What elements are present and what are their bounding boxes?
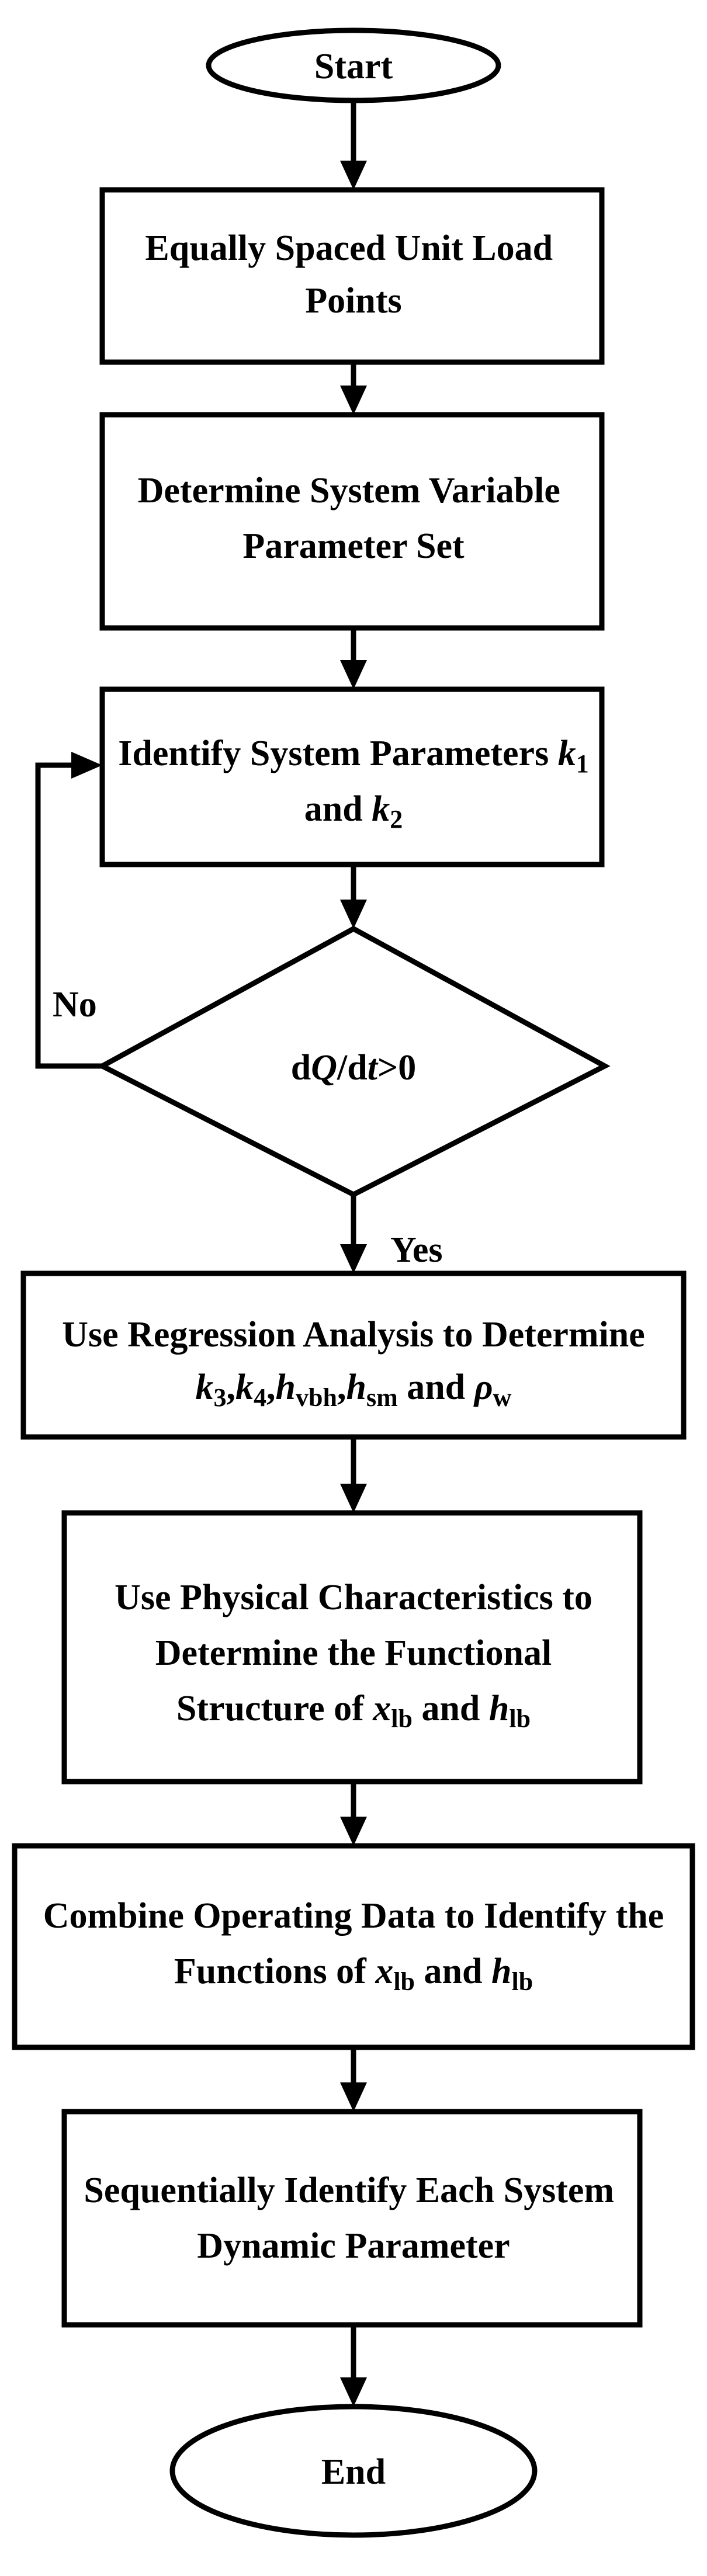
step1-box bbox=[99, 187, 605, 365]
decision-node: dQ/dt>0 bbox=[96, 925, 611, 1198]
end-ellipse bbox=[169, 2404, 538, 2538]
arrow-head-step1 bbox=[340, 161, 367, 190]
arrow-head-decision bbox=[340, 900, 367, 929]
arrow-head-step3 bbox=[340, 660, 367, 689]
step1-line1: Equally Spaced Unit Load bbox=[145, 228, 553, 268]
step2-node: Determine System Variable Parameter Set bbox=[99, 412, 605, 631]
step4-h1: h bbox=[276, 1367, 296, 1407]
step5-h: h bbox=[489, 1689, 509, 1728]
step7-line2: Dynamic Parameter bbox=[197, 2226, 510, 2266]
step5-x: x bbox=[372, 1689, 391, 1728]
step7-box bbox=[61, 2109, 643, 2328]
step1-node: Equally Spaced Unit Load Points bbox=[99, 187, 605, 365]
connectors bbox=[35, 100, 367, 2407]
step7-text: Sequentially Identify Each System Dynami… bbox=[84, 2171, 623, 2266]
step1-text: Equally Spaced Unit Load Points bbox=[145, 228, 562, 321]
decision-prefix: d bbox=[291, 1048, 311, 1088]
end-label: End bbox=[321, 2452, 386, 2492]
step6-x: x bbox=[375, 1952, 393, 1991]
end-node: End bbox=[169, 2404, 538, 2538]
step4-h2: h bbox=[346, 1367, 366, 1407]
step5-line3: Structure of xlb and hlb bbox=[176, 1689, 531, 1733]
step5-node: Use Physical Characteristics to Determin… bbox=[61, 1510, 643, 1785]
arrow-head-step7 bbox=[340, 2082, 367, 2112]
step3-box bbox=[99, 686, 605, 867]
decision-q: Q bbox=[311, 1048, 337, 1088]
no-label: No bbox=[53, 985, 97, 1025]
step6-line2-text: Functions of bbox=[174, 1952, 375, 1991]
step4-k3-sub: 3 bbox=[214, 1383, 227, 1412]
step7-line1: Sequentially Identify Each System bbox=[84, 2171, 614, 2210]
arrow-head-step2 bbox=[340, 386, 367, 415]
step3-var-k2: k bbox=[372, 789, 390, 829]
step1-line2: Points bbox=[305, 281, 401, 321]
yes-label: Yes bbox=[390, 1230, 443, 1270]
step7-node: Sequentially Identify Each System Dynami… bbox=[61, 2109, 643, 2328]
step4-rho: ρ bbox=[473, 1367, 493, 1407]
step5-line3-text: Structure of bbox=[176, 1689, 373, 1728]
step3-node: Identify System Parameters k1 and k2 bbox=[99, 686, 605, 867]
step2-text: Determine System Variable Parameter Set bbox=[138, 471, 570, 566]
step3-line1-text: Identify System Parameters bbox=[118, 734, 557, 773]
step6-h-sub: lb bbox=[511, 1967, 533, 1996]
step4-rho-sub: w bbox=[493, 1383, 512, 1412]
step4-sep3: , bbox=[337, 1367, 346, 1407]
start-label: Start bbox=[314, 47, 393, 86]
step4-h2-sub: sm bbox=[366, 1383, 398, 1412]
step6-line1: Combine Operating Data to Identify the bbox=[43, 1896, 664, 1936]
step6-h: h bbox=[491, 1952, 511, 1991]
step4-k4: k bbox=[235, 1367, 254, 1407]
no-loop-line bbox=[35, 762, 102, 1069]
arrow-head-end bbox=[340, 2377, 367, 2407]
decision-suffix: >0 bbox=[377, 1048, 416, 1088]
step6-node: Combine Operating Data to Identify the F… bbox=[12, 1843, 695, 2050]
decision-t: t bbox=[368, 1048, 379, 1088]
step6-x-sub: lb bbox=[393, 1967, 415, 1996]
step4-sep2: , bbox=[266, 1367, 276, 1407]
step3-line1: Identify System Parameters k1 bbox=[118, 734, 588, 778]
step5-and: and bbox=[413, 1689, 489, 1728]
decision-diamond bbox=[96, 925, 611, 1198]
step3-line2: and k2 bbox=[304, 789, 403, 834]
decision-mid: /d bbox=[337, 1048, 368, 1088]
step5-line2: Determine the Functional bbox=[155, 1633, 552, 1673]
step3-sub-2: 2 bbox=[390, 805, 403, 834]
step3-var-k1: k bbox=[558, 734, 576, 773]
step4-box bbox=[20, 1270, 687, 1440]
start-ellipse bbox=[206, 27, 501, 103]
step6-box bbox=[12, 1843, 695, 2050]
start-node: Start bbox=[206, 27, 501, 103]
step4-k3: k bbox=[196, 1367, 214, 1407]
step4-sep1: , bbox=[227, 1367, 236, 1407]
arrow-head-step5 bbox=[340, 1484, 367, 1513]
step5-h-sub: lb bbox=[509, 1704, 531, 1733]
step5-box bbox=[61, 1510, 643, 1785]
step6-and: and bbox=[415, 1952, 491, 1991]
step5-line1: Use Physical Characteristics to bbox=[115, 1578, 592, 1617]
step6-line2: Functions of xlb and hlb bbox=[174, 1952, 533, 1996]
step3-line2-text: and bbox=[304, 789, 372, 829]
step4-h1-sub: vbh bbox=[296, 1383, 337, 1412]
step2-line1: Determine System Variable bbox=[138, 471, 560, 511]
step3-sub-1: 1 bbox=[576, 749, 589, 778]
step5-x-sub: lb bbox=[391, 1704, 413, 1733]
step4-node: Use Regression Analysis to Determine k3,… bbox=[20, 1270, 687, 1440]
step4-line2: k3,k4,hvbh,hsm and ρw bbox=[196, 1367, 512, 1412]
arrow-head-no-loop bbox=[71, 752, 102, 779]
step4-k4-sub: 4 bbox=[254, 1383, 266, 1412]
step2-line2: Parameter Set bbox=[242, 526, 465, 566]
step4-and: and bbox=[398, 1367, 474, 1407]
arrow-head-step4 bbox=[340, 1244, 367, 1273]
decision-condition: dQ/dt>0 bbox=[291, 1048, 417, 1088]
step2-box bbox=[99, 412, 605, 631]
arrow-head-step6 bbox=[340, 1817, 367, 1846]
step4-line1: Use Regression Analysis to Determine bbox=[62, 1315, 645, 1355]
